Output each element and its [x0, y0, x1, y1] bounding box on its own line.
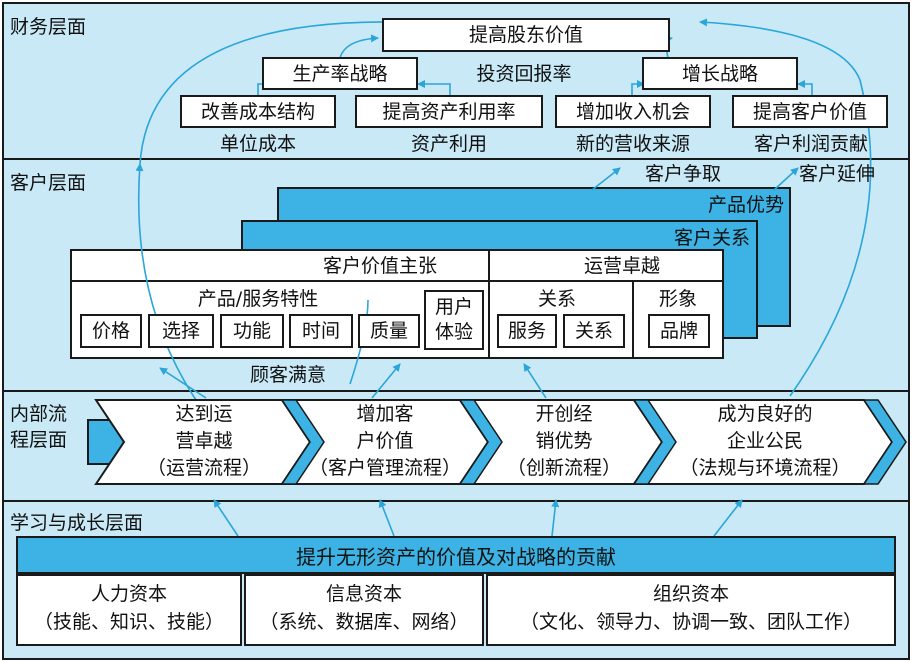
brand-box: 品牌 [648, 314, 710, 348]
unit-cost-label: 单位成本 [219, 133, 296, 155]
process-4-line1: 成为良好的 [717, 403, 813, 425]
process-2-text: 增加客 户价值 （客户管理流程） [300, 401, 470, 482]
asset-use-label: 资产利用 [410, 133, 487, 155]
financial-layer-title: 财务层面 [10, 16, 87, 38]
process-3-line3: （创新流程） [506, 457, 621, 479]
connector-learning-to-internal-1 [213, 499, 239, 537]
image-group-label: 形象 [658, 288, 697, 310]
information-capital-box: 信息资本 （系统、数据库、网络） [244, 574, 484, 646]
process-sep-3 [632, 399, 677, 485]
organization-capital-box: 组织资本 （文化、领导力、协调一致、团队工作） [486, 574, 896, 646]
customer-profit-label: 客户利润贡献 [753, 133, 868, 155]
relation-group-label: 关系 [537, 288, 576, 310]
connector-productivity-to-goal [339, 34, 379, 59]
internal-layer-title-2: 程层面 [10, 429, 68, 451]
connector-internal-to-customer-1 [135, 163, 197, 401]
roi-label: 投资回报率 [476, 63, 572, 85]
connector-customer-to-goal [139, 17, 393, 165]
intangible-assets-bar: 提升无形资产的价值及对战略的贡献 [16, 536, 896, 574]
process-1-line3: （运营流程） [146, 457, 261, 479]
attr-time-box: 时间 [289, 314, 353, 348]
service-box: 服务 [497, 314, 557, 348]
user-experience-line1: 用户 [434, 296, 473, 318]
connector-learning-to-internal-4 [713, 499, 743, 537]
human-capital-detail: （技能、知识、技能） [33, 611, 224, 633]
connector-learning-to-internal-2 [378, 499, 395, 537]
process-2-line2: 户价值 [356, 430, 414, 452]
connector-internal-to-customer-3 [371, 363, 401, 399]
attr-choice-box: 选择 [148, 314, 214, 348]
process-tail [862, 399, 907, 485]
product-advantage-label: 产品优势 [707, 194, 784, 216]
connector-custvalue-to-growth [797, 80, 813, 96]
connector-revenue-to-growth [631, 80, 645, 96]
human-capital-name: 人力资本 [90, 583, 167, 605]
process-sep-1 [280, 399, 325, 485]
improve-customer-value-box: 提高客户价值 [732, 95, 888, 128]
increase-revenue-box: 增加收入机会 [555, 95, 711, 128]
process-1-line2: 营卓越 [175, 430, 233, 452]
product-service-attrs-label: 产品/服务特性 [197, 288, 319, 310]
connector-extension-up [773, 167, 799, 191]
organization-capital-detail: （文化、领导力、协调一致、团队工作） [519, 611, 862, 633]
process-4-line3: （法规与环境流程） [679, 457, 851, 479]
user-experience-box: 用户 体验 [424, 290, 484, 350]
satisfaction-label: 顾客满意 [249, 364, 326, 386]
connector-asset-to-productivity [417, 80, 451, 96]
internal-layer-title-1: 内部流 [10, 403, 68, 425]
process-sep-2 [458, 399, 503, 485]
process-2-line3: （客户管理流程） [308, 457, 461, 479]
process-3-line1: 开创经 [535, 403, 593, 425]
connector-internal-to-customer-2 [159, 367, 207, 399]
value-proposition-label: 客户价值主张 [322, 255, 437, 277]
relation-box: 关系 [563, 314, 625, 348]
new-revenue-label: 新的营收来源 [575, 133, 690, 155]
process-4-text: 成为良好的 企业公民 （法规与环境流程） [660, 401, 870, 482]
information-capital-name: 信息资本 [325, 583, 402, 605]
productivity-strategy-box: 生产率战略 [262, 57, 418, 90]
connector-internal-to-customer-4 [523, 363, 547, 399]
process-3-text: 开创经 销优势 （创新流程） [484, 401, 644, 482]
learning-layer-title: 学习与成长层面 [10, 512, 144, 534]
process-1-line1: 达到运 [175, 403, 233, 425]
operational-excellence-label: 运营卓越 [583, 255, 660, 277]
organization-capital-name: 组织资本 [652, 583, 729, 605]
customer-layer-title: 客户层面 [10, 172, 87, 194]
process-3-line2: 销优势 [535, 430, 593, 452]
user-experience-line2: 体验 [434, 321, 473, 343]
improve-cost-box: 改善成本结构 [180, 95, 336, 128]
customer-extension-label: 客户延伸 [798, 163, 875, 185]
process-1-text: 达到运 营卓越 （运营流程） [124, 401, 284, 482]
connector-learning-to-internal-3 [551, 499, 560, 537]
attr-price-box: 价格 [80, 314, 142, 348]
process-4-line2: 企业公民 [726, 430, 803, 452]
growth-strategy-box: 增长战略 [642, 57, 798, 90]
customer-acquisition-label: 客户争取 [644, 163, 721, 185]
improve-asset-box: 提高资产利用率 [355, 95, 543, 128]
attr-quality-box: 质量 [358, 314, 420, 348]
process-2-line1: 增加客 [356, 403, 414, 425]
customer-relationship-label: 客户关系 [673, 227, 750, 249]
information-capital-detail: （系统、数据库、网络） [259, 611, 469, 633]
human-capital-box: 人力资本 （技能、知识、技能） [16, 574, 242, 646]
attr-function-box: 功能 [220, 314, 284, 348]
connector-acquisition-up [591, 167, 621, 191]
goal-box: 提高股东价值 [382, 18, 670, 52]
